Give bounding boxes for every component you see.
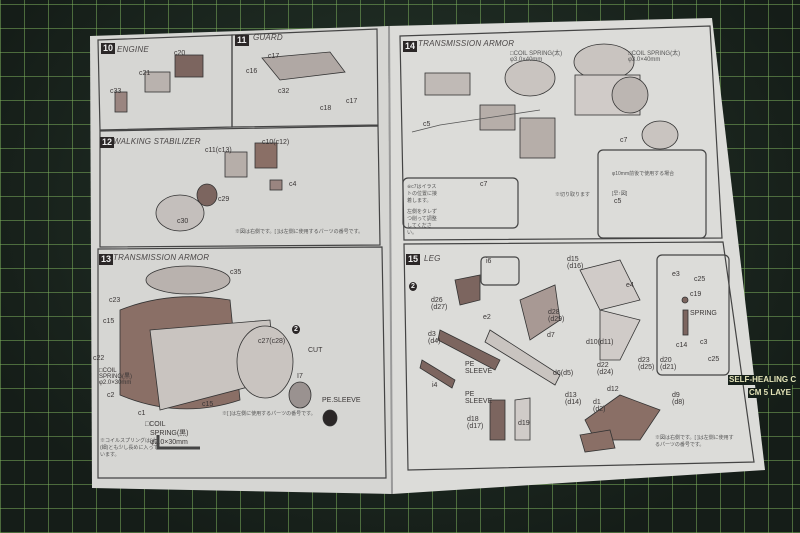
part-label: c17 <box>346 98 358 105</box>
note: ※図は右側です。[ ]は左側に使用するパーツの番号です。 <box>655 435 734 448</box>
inset-text: 左側をタレずつ削って調整してください。 <box>407 209 438 236</box>
step-badge: 2 <box>409 282 417 291</box>
info-box-text: φ10mm前後で使用する場合 <box>612 171 675 177</box>
part-label: c10(c12) <box>262 139 290 146</box>
part-label: c25 <box>694 276 706 283</box>
spring-label: SPRING <box>690 310 717 317</box>
part-label: e3 <box>672 271 680 278</box>
panel-frame-12 <box>99 125 381 248</box>
part-label: c23 <box>109 297 121 304</box>
note-bottom: ※コイルスプリングは(太)(細)とも少し長めに入っています。 <box>100 438 159 458</box>
cut-note: ※切り取ります <box>555 192 591 198</box>
inset-i6 <box>480 256 520 286</box>
part-label: e4 <box>626 282 634 289</box>
part-label: c17 <box>268 53 280 60</box>
panel-frame-11 <box>231 28 379 128</box>
part-label: c16 <box>246 68 258 75</box>
part-label: c15 <box>103 318 115 325</box>
part-label: i6 <box>486 258 492 265</box>
coil-spring-label: □COIL <box>145 421 166 428</box>
part-label: d1 (d2) <box>593 399 606 413</box>
part-label: c5 <box>614 198 622 205</box>
step-number-13: 13 <box>99 254 114 265</box>
part-label: c1 <box>138 410 146 417</box>
part-label: d12 <box>607 386 619 393</box>
part-label: c29 <box>218 196 230 203</box>
part-label: c5 <box>423 121 431 128</box>
part-label: I7 <box>297 373 303 380</box>
info-box-14 <box>597 149 707 239</box>
part-label: d26 (d27) <box>431 297 448 311</box>
part-label: c7 <box>620 137 628 144</box>
part-label: c21 <box>139 70 151 77</box>
mat-print-1: SELF-HEALING C <box>728 375 798 385</box>
note: ※図は右側です。[ ]は左側に使用するパーツの番号です。 <box>235 229 364 235</box>
part-label: c14 <box>676 342 688 349</box>
panel-frame-14 <box>399 25 723 241</box>
part-label: c33 <box>110 88 122 95</box>
part-label: d20 (d21) <box>660 357 677 371</box>
step-number-15: 15 <box>406 254 421 265</box>
step-number-12: 12 <box>100 137 115 148</box>
step-number-10: 10 <box>101 43 116 54</box>
part-label: c4 <box>289 181 297 188</box>
part-label: c32 <box>278 88 290 95</box>
part-label: c30 <box>177 218 189 225</box>
inset-frame-14 <box>402 177 519 229</box>
part-label: c20 <box>174 50 186 57</box>
part-label: c2 <box>107 392 115 399</box>
pe-sleeve-label: PE SLEEVE <box>465 391 493 405</box>
part-label: i4 <box>432 382 438 389</box>
part-label: c11(c13) <box>205 147 232 154</box>
step-title-walking-stabilizer: WALKING STABILIZER <box>113 137 201 146</box>
note: ※[ ]は左側に使用するパーツの番号です。 <box>222 411 316 417</box>
part-label: c3 <box>700 339 708 346</box>
step-number-14: 14 <box>403 41 418 52</box>
part-label: c19 <box>690 291 702 298</box>
inset-frame-15 <box>656 254 730 376</box>
part-label: d19 <box>518 420 530 427</box>
part-label: e2 <box>483 314 491 321</box>
part-label: d9 (d8) <box>672 392 685 406</box>
part-label: d18 (d17) <box>467 416 484 430</box>
part-label: c35 <box>230 269 242 276</box>
part-label: c27(c28) <box>258 338 286 345</box>
part-label: d6(d5) <box>553 370 574 377</box>
part-drawings <box>114 43 689 453</box>
part-label: PE.SLEEVE <box>322 397 361 404</box>
coil-spring-label: φ2.0×30mm <box>150 439 188 446</box>
part-label: d3 (d4) <box>428 331 441 345</box>
part-label: c15 <box>202 401 214 408</box>
part-label: d22 (d24) <box>597 362 614 376</box>
pe-sleeve-label: PE SLEEVE <box>465 361 493 375</box>
coil-spring-label: □COIL SPRING(太) φ3.0×40mm <box>510 51 563 63</box>
coil-spring-label: SPRING(黒) <box>150 430 189 437</box>
step-title-transmission-armor: TRANSMISSION ARMOR <box>113 253 210 262</box>
panel-frame-13 <box>97 246 387 479</box>
coil-spring-label: □COIL SPRING(太) φ3.0×40mm <box>628 51 681 63</box>
step-badge: 2 <box>292 325 300 334</box>
cut-label: CUT <box>308 347 323 354</box>
step-title-guard: GUARD <box>253 33 283 42</box>
step-number-11: 11 <box>235 35 249 46</box>
mat-print-2: CM 5 LAYE <box>748 388 792 398</box>
part-label: d23 (d25) <box>638 357 655 371</box>
part-label: d10(d11) <box>586 339 614 346</box>
part-label: c25 <box>708 356 720 363</box>
part-label: c18 <box>320 105 332 112</box>
part-label: d15 (d16) <box>567 256 584 270</box>
part-label: c7 <box>480 181 488 188</box>
part-label: c22 <box>93 355 105 362</box>
panel-frame-15 <box>403 241 755 471</box>
part-label: d28 (d29) <box>548 309 565 323</box>
step-title-leg: LEG <box>424 254 441 263</box>
step-title-transmission-armor: TRANSMISSION ARMOR <box>418 39 515 48</box>
info-box-label: [早↑図] <box>612 191 628 197</box>
step-title-engine: ENGINE <box>117 45 149 54</box>
part-label: d13 (d14) <box>565 392 582 406</box>
coil-spring-label: □COIL SPRING(黒) φ2.0×30mm <box>99 368 133 386</box>
inset-text: ※c7はイラストの位置に接着します。 <box>407 184 438 204</box>
part-label: d7 <box>547 332 555 339</box>
